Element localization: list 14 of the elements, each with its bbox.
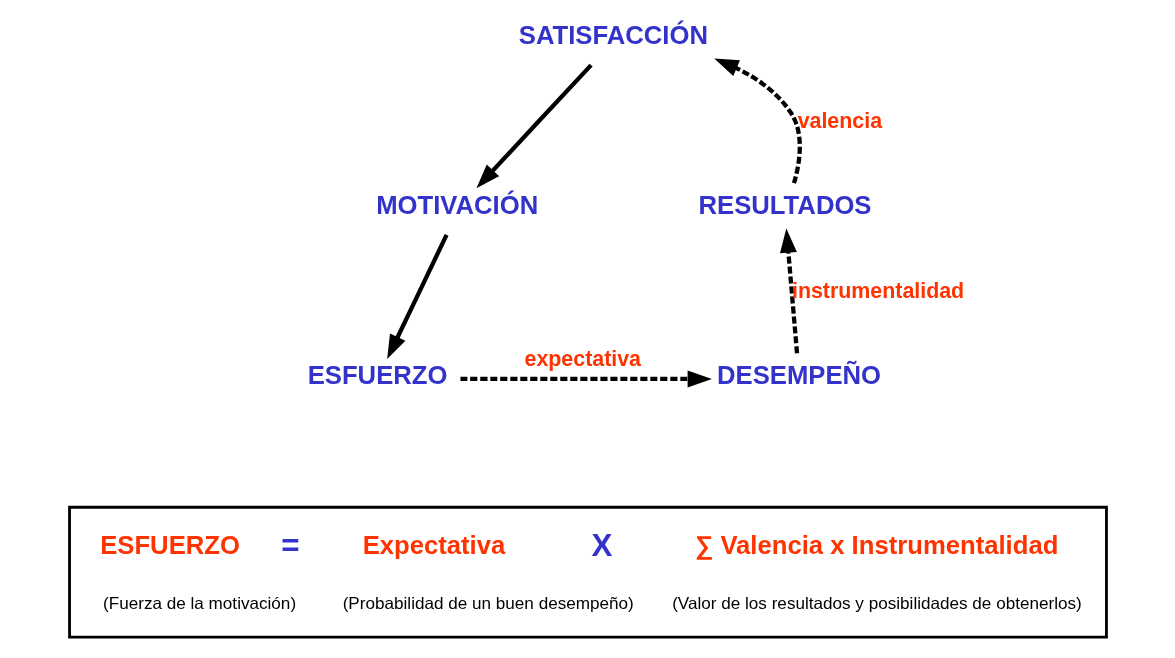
edge-label: expectativa <box>524 347 641 372</box>
arrow <box>459 370 712 388</box>
node-text: SATISFACCIÓN <box>518 21 708 50</box>
arrow <box>713 58 802 184</box>
edge-label: instrumentalidad <box>791 278 964 303</box>
node-text: RESULTADOS <box>698 191 871 220</box>
edge-label: valencia <box>797 108 882 133</box>
arrow <box>386 233 449 360</box>
arrow <box>779 228 799 354</box>
node-text: ESFUERZO <box>307 360 447 389</box>
arrow <box>475 63 593 189</box>
node-text: DESEMPEÑO <box>716 360 881 389</box>
node-text: MOTIVACIÓN <box>375 191 538 220</box>
node-box: ESFUERZO = Expectativa X ∑ Valencia x Instrumentalidad (Fuerza de la motivación) (Probabilidad de un buen desempeño) (Valor de los resultados y posibilidades de obtenerlos) <box>67 505 1108 639</box>
